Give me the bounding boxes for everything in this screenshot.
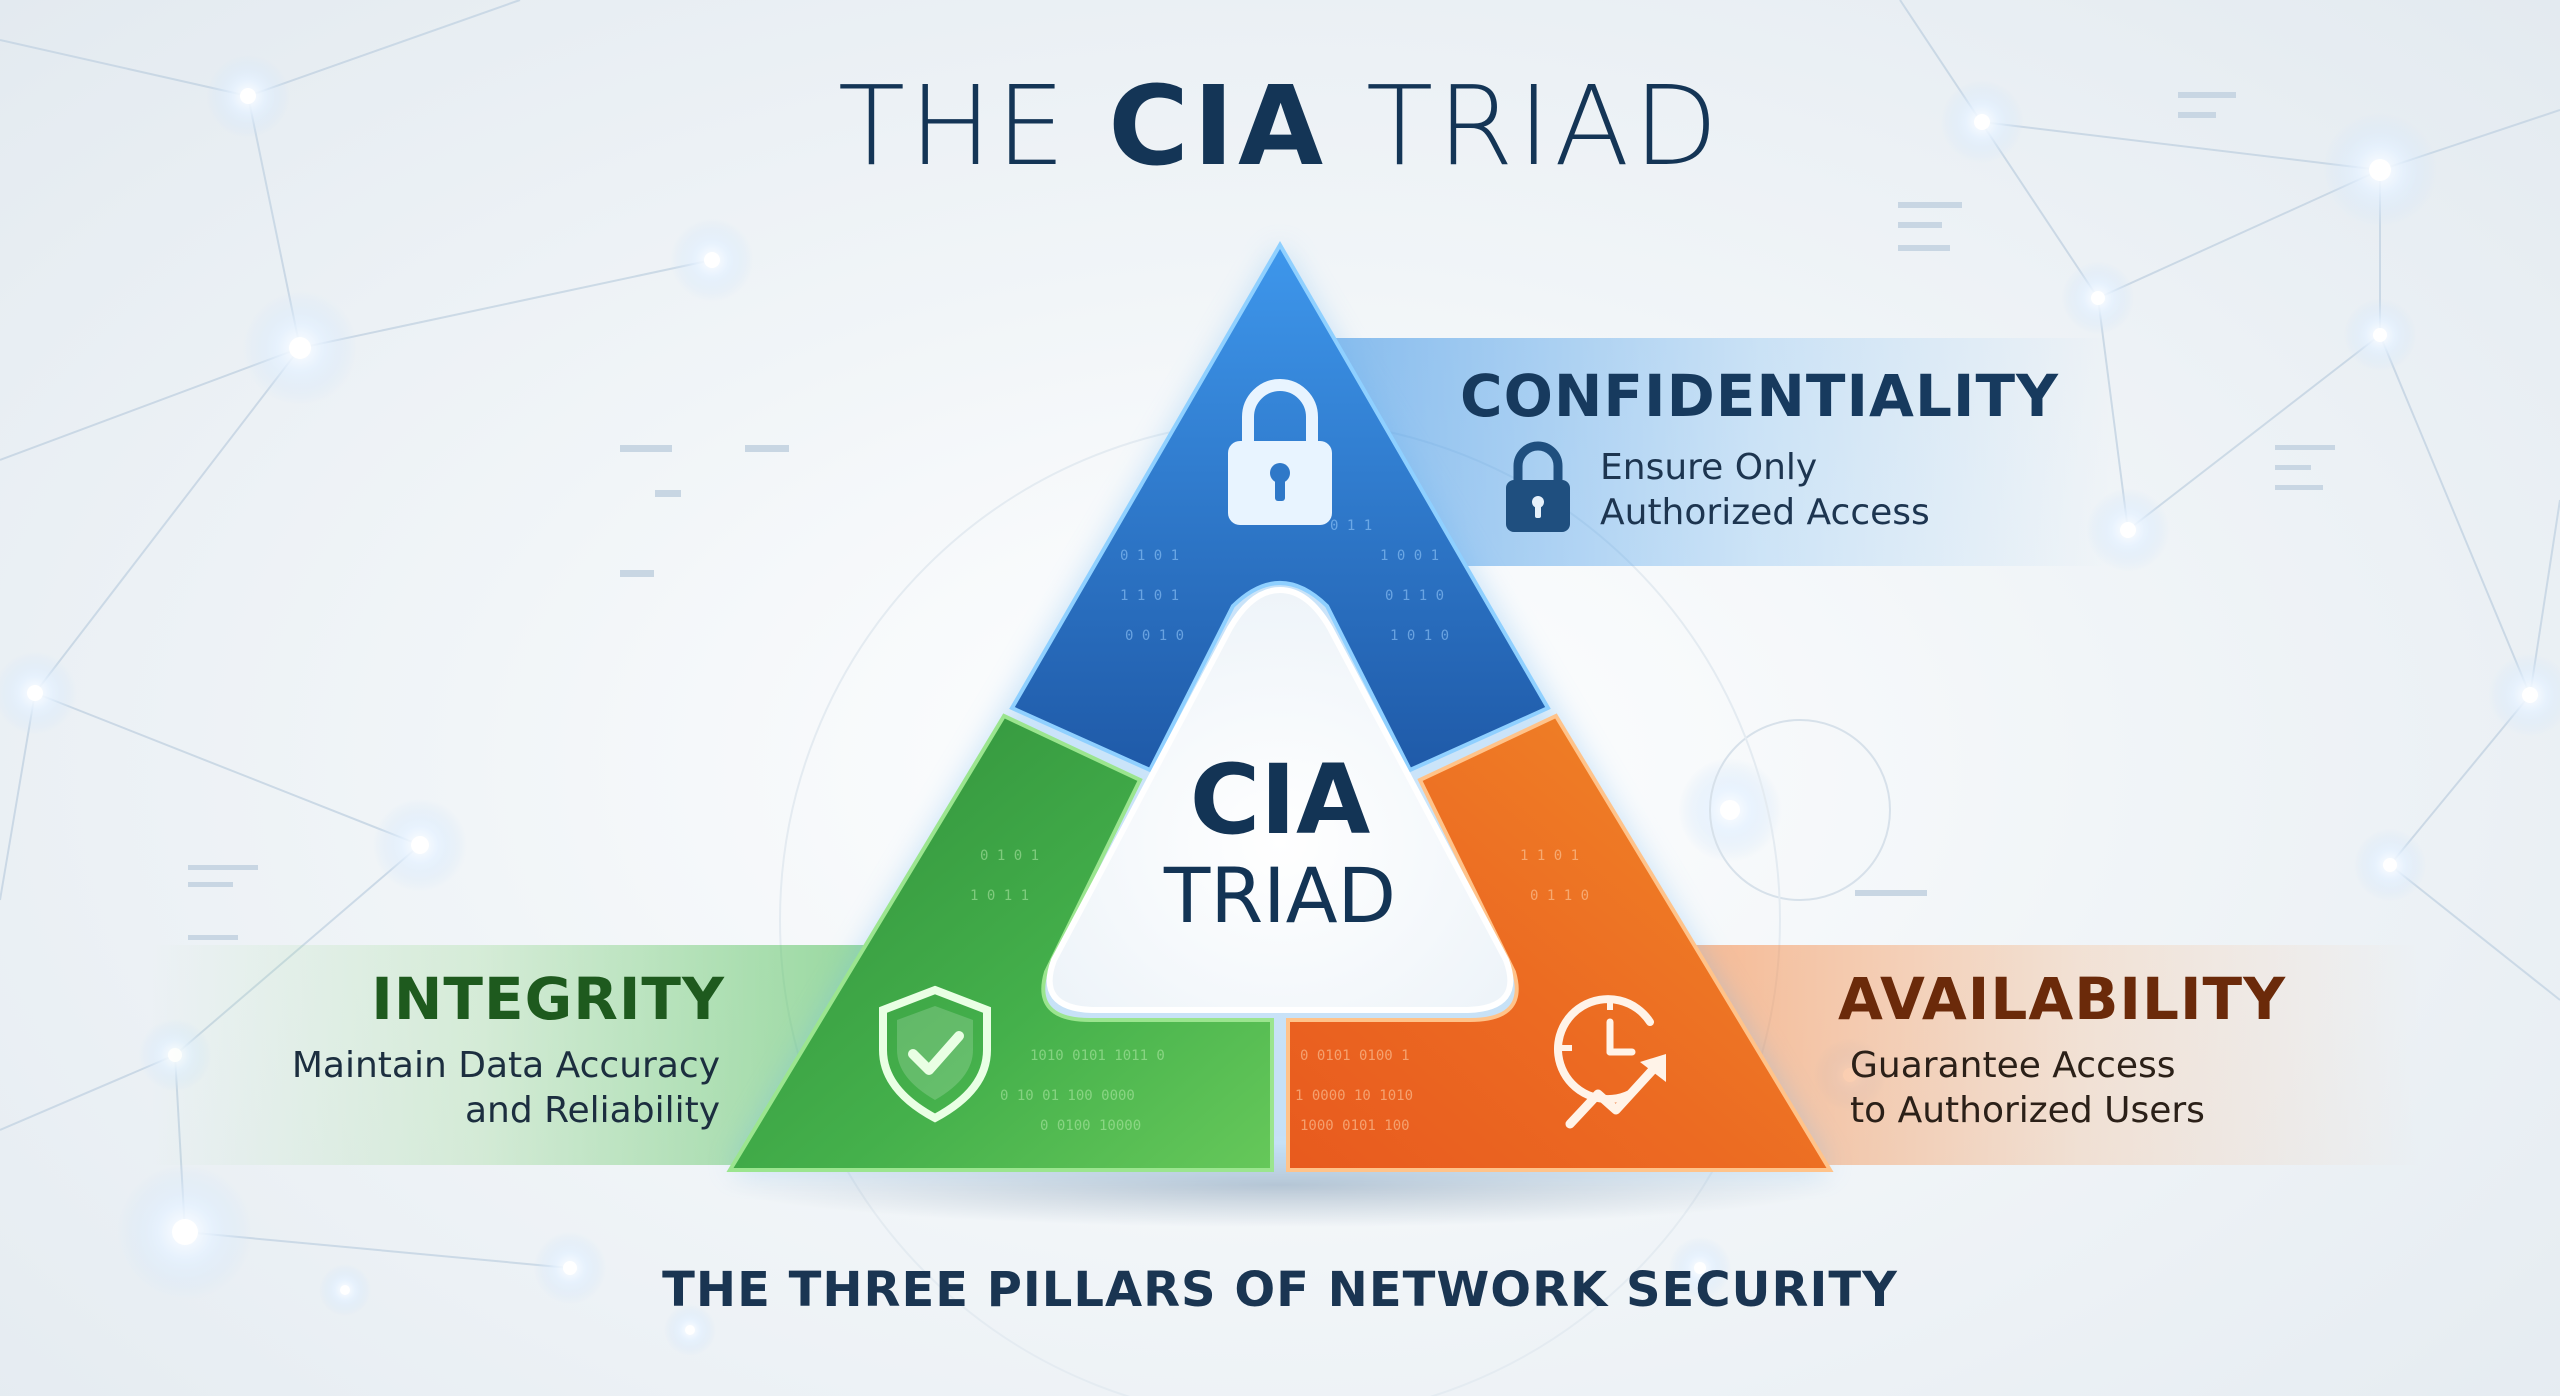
svg-text:0 0100 10000: 0 0100 10000 [1040, 1118, 1141, 1134]
svg-text:1 1 0 1: 1 1 0 1 [1520, 848, 1579, 864]
network-node [1974, 114, 1990, 130]
confidentiality-heading: CONFIDENTIALITY [1460, 362, 2060, 430]
padlock-icon [1228, 379, 1332, 525]
network-node [2522, 687, 2538, 703]
svg-text:1 1 0 1: 1 1 0 1 [1120, 588, 1179, 604]
svg-text:0 1 1 0: 0 1 1 0 [1385, 588, 1444, 604]
integrity-description: Maintain Data Accuracy and Reliability [292, 1043, 720, 1133]
availability-description: Guarantee Access to Authorized Users [1850, 1043, 2205, 1133]
title-part-1: THE [837, 62, 1109, 190]
svg-text:1 0000 10 1010: 1 0000 10 1010 [1295, 1088, 1413, 1104]
network-node [704, 252, 720, 268]
network-node [2369, 159, 2391, 181]
center-label-triad: TRIAD [1163, 851, 1397, 940]
network-node [2383, 858, 2397, 872]
network-node [2120, 522, 2136, 538]
network-node [340, 1285, 350, 1295]
svg-text:0 0 1 0: 0 0 1 0 [1125, 628, 1184, 644]
center-label-cia: CIA [1189, 744, 1371, 856]
availability-heading: AVAILABILITY [1838, 965, 2287, 1033]
network-node [172, 1219, 198, 1245]
integrity-heading: INTEGRITY [371, 965, 725, 1033]
network-node [289, 337, 311, 359]
title-part-2: TRIAD [1327, 62, 1723, 190]
confidentiality-desc-line-1: Ensure Only [1600, 447, 1818, 488]
center-core [1046, 586, 1514, 1013]
availability-desc-line-2: to Authorized Users [1850, 1090, 2205, 1131]
shield-check-icon [879, 985, 991, 1123]
svg-text:0 1 1: 0 1 1 [1330, 518, 1372, 534]
network-node [1720, 800, 1740, 820]
svg-text:1000 0101 100: 1000 0101 100 [1300, 1118, 1410, 1134]
subtitle: THE THREE PILLARS OF NETWORK SECURITY [662, 1262, 1898, 1318]
network-node [685, 1325, 695, 1335]
svg-text:0 1 1 0: 0 1 1 0 [1530, 888, 1589, 904]
confidentiality-panel [1330, 338, 2110, 566]
network-node [240, 88, 256, 104]
network-node [2373, 328, 2387, 342]
svg-text:0 1 0 1: 0 1 0 1 [1120, 548, 1179, 564]
clock-uptrend-icon [1554, 995, 1666, 1129]
network-node [1694, 1262, 1706, 1274]
svg-text:0 1 0 1: 0 1 0 1 [980, 848, 1039, 864]
svg-text:1 0 1 0: 1 0 1 0 [1390, 628, 1449, 644]
svg-text:0 10 01 100 0000: 0 10 01 100 0000 [1000, 1088, 1135, 1104]
svg-text:0 0101 0100 1: 0 0101 0100 1 [1300, 1048, 1410, 1064]
availability-segment [1286, 713, 1834, 1172]
network-node [2091, 291, 2105, 305]
availability-desc-line-1: Guarantee Access [1850, 1045, 2176, 1086]
integrity-segment [726, 713, 1274, 1172]
confidentiality-description: Ensure Only Authorized Access [1600, 445, 1930, 535]
page-title: THE CIA TRIAD [0, 60, 2560, 192]
network-node [27, 685, 43, 701]
svg-text:1 0 1 1: 1 0 1 1 [970, 888, 1029, 904]
network-node [411, 836, 429, 854]
confidentiality-desc-line-2: Authorized Access [1600, 492, 1930, 533]
svg-text:1 0 0 1: 1 0 0 1 [1380, 548, 1439, 564]
integrity-desc-line-1: Maintain Data Accuracy [291, 1045, 720, 1086]
svg-text:1010 0101 1011 0: 1010 0101 1011 0 [1030, 1048, 1165, 1064]
small-padlock-icon [1506, 441, 1570, 532]
network-node [563, 1261, 577, 1275]
title-bold: CIA [1108, 62, 1328, 190]
integrity-desc-line-2: and Reliability [464, 1090, 720, 1131]
